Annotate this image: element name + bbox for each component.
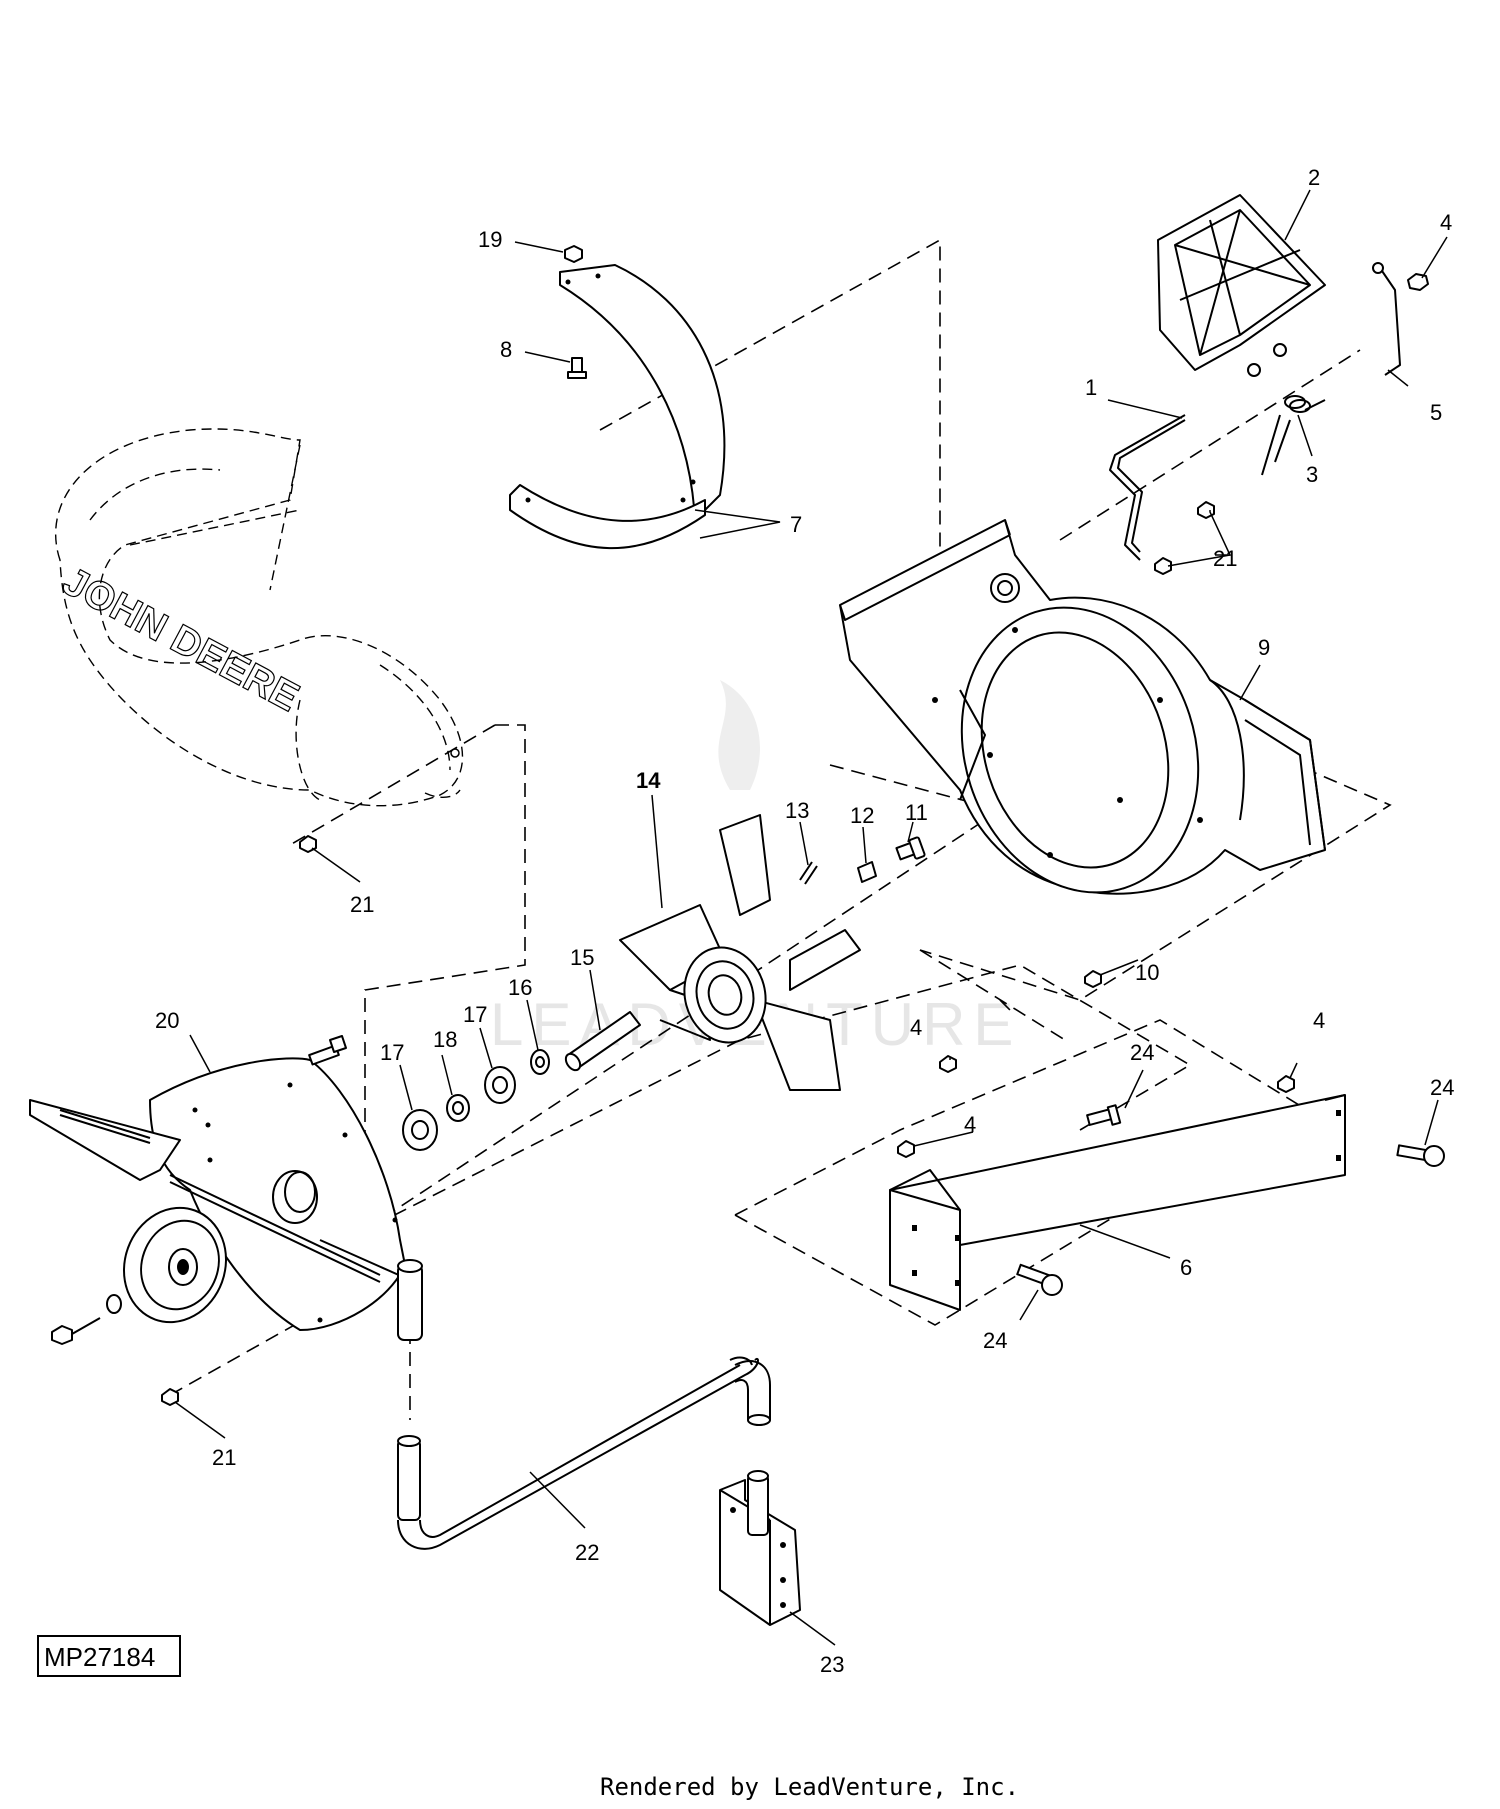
callout-23: 23 [820, 1652, 844, 1677]
footer-credit: Rendered by LeadVenture, Inc. [600, 1773, 1019, 1801]
callout-11: 11 [905, 800, 928, 825]
bolt-8 [567, 357, 587, 379]
callout-3: 3 [1306, 462, 1318, 487]
nut-4-top [1407, 273, 1429, 291]
callout-24-top: 24 [1130, 1040, 1154, 1065]
blower-housing [839, 519, 1326, 895]
spring-3 [1261, 395, 1326, 476]
bolt-24-right [1396, 1144, 1445, 1167]
impeller-14 [619, 814, 861, 1091]
callout-19: 19 [478, 227, 502, 252]
bracket-23 [719, 1470, 801, 1626]
washer-12 [857, 861, 877, 883]
callout-2: 2 [1308, 165, 1320, 190]
support-bracket-6 [889, 1094, 1346, 1311]
callout-13: 13 [785, 798, 809, 823]
john-deere-logo: JOHN DEERE [56, 559, 306, 720]
crank-handle-22 [397, 1356, 771, 1550]
callout-14: 14 [636, 768, 661, 793]
callout-21-left-lower: 21 [212, 1445, 236, 1470]
callout-21-left-upper: 21 [350, 892, 374, 917]
callout-4-lower: 4 [964, 1112, 976, 1137]
washer-16 [530, 1049, 550, 1075]
bearing-17-left [402, 1109, 438, 1151]
callout-8: 8 [500, 337, 512, 362]
callout-1: 1 [1085, 375, 1097, 400]
bolt-24-bottom [1016, 1263, 1063, 1296]
callout-22: 22 [575, 1540, 599, 1565]
pulley [122, 1206, 228, 1324]
callout-17-left: 17 [380, 1040, 404, 1065]
callout-16: 16 [508, 975, 532, 1000]
callouts: 1 2 3 4 5 7 8 19 9 21 10 11 12 13 14 15 … [155, 165, 1454, 1677]
callout-6: 6 [1180, 1255, 1192, 1280]
nut-19 [564, 245, 583, 263]
callout-20: 20 [155, 1008, 179, 1033]
callout-9: 9 [1258, 635, 1270, 660]
leader-lines [174, 189, 1448, 1646]
spacer-15 [564, 1011, 641, 1072]
callout-21-upper: 21 [1213, 546, 1237, 571]
callout-7: 7 [790, 512, 802, 537]
spacer-18 [446, 1094, 470, 1122]
callout-12: 12 [850, 803, 874, 828]
callout-10: 10 [1135, 960, 1159, 985]
callout-4-mid: 4 [910, 1015, 922, 1040]
nut-4-lower [897, 1140, 915, 1158]
deflector-cap [1157, 194, 1326, 377]
rod-5 [1372, 262, 1401, 376]
bearing-17-right [484, 1066, 516, 1104]
callout-24-right: 24 [1430, 1075, 1454, 1100]
callout-17-right: 17 [463, 1002, 487, 1027]
bolt-21-left-lower [161, 1388, 179, 1406]
nut-10 [1084, 970, 1102, 988]
nut-4-mid [939, 1055, 957, 1073]
bolt-11 [895, 836, 926, 861]
chute-bands [509, 264, 726, 550]
bolt-21-upper [1154, 501, 1215, 575]
bolt-24-top [1086, 1104, 1122, 1126]
callout-15: 15 [570, 945, 594, 970]
crank-rod-1 [1109, 414, 1186, 561]
diagram-id-box: MP27184 [37, 1635, 181, 1677]
callout-24-bottom: 24 [983, 1328, 1007, 1353]
callout-4-top: 4 [1440, 210, 1452, 235]
callout-5: 5 [1430, 400, 1442, 425]
side-plate-20 [29, 1057, 423, 1341]
nut-4-right [1277, 1075, 1295, 1093]
bolt-top-plate [308, 1035, 347, 1066]
callout-4-right: 4 [1313, 1008, 1325, 1033]
pulley-bolt [51, 1294, 122, 1345]
discharge-shroud: JOHN DEERE [55, 428, 464, 807]
diagram-id: MP27184 [44, 1642, 155, 1672]
callout-18: 18 [433, 1027, 457, 1052]
key-13 [799, 861, 818, 885]
